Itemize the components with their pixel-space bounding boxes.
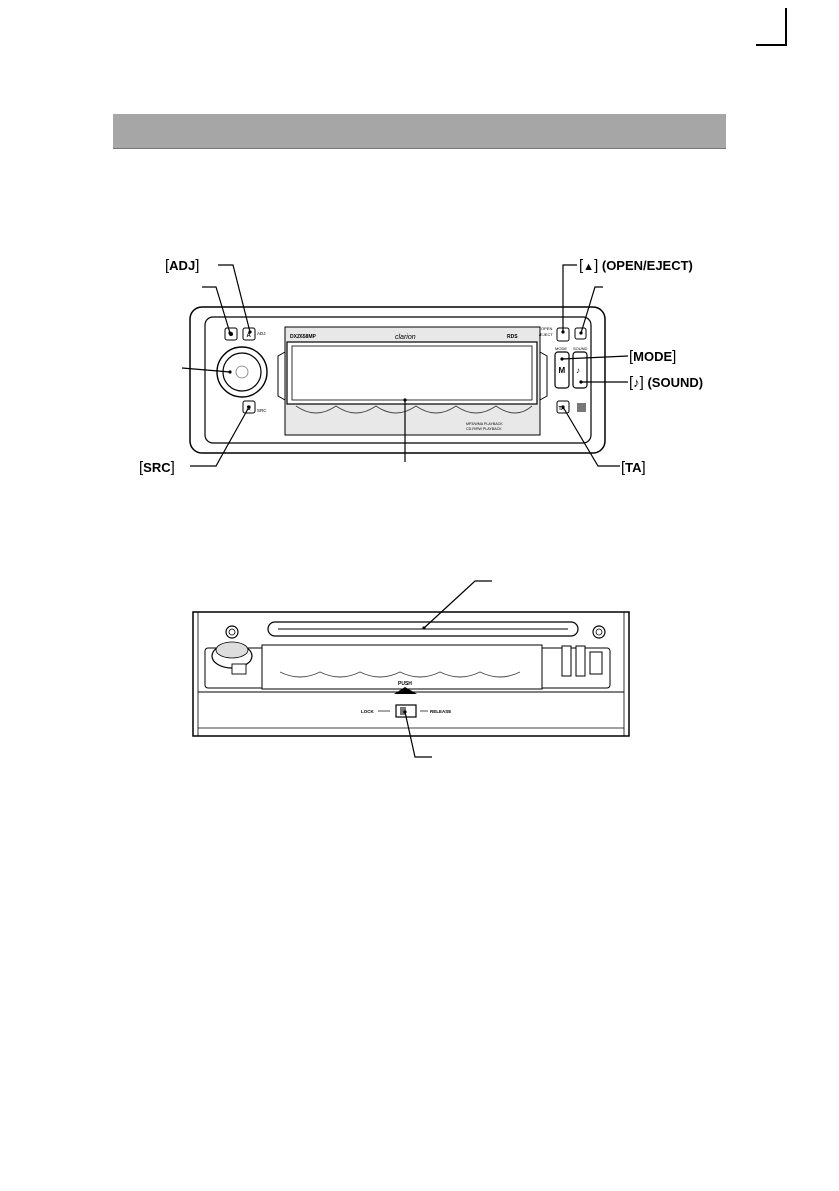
- release-label: RELEASE: [430, 709, 451, 714]
- label-sound-small: SOUND: [573, 346, 588, 351]
- mode-button: [554, 351, 570, 389]
- connector-3: [589, 651, 603, 675]
- label-open-small: OPEN: [541, 326, 552, 331]
- unit-model: DXZ658MP: [290, 334, 317, 340]
- sound-button: [572, 351, 588, 389]
- callout-src: [SRC]: [139, 459, 175, 476]
- connector-2: [575, 645, 586, 677]
- label-src-small: SRC: [257, 408, 267, 413]
- leader-src: [190, 406, 250, 467]
- display-inner: [291, 345, 533, 401]
- screw-right: [592, 625, 606, 639]
- label-mode-small: MODE: [555, 346, 567, 351]
- unit-rds: RDS: [507, 334, 518, 340]
- callout-open-eject: [▲] (OPEN/EJECT): [579, 257, 693, 274]
- leader-indicator: [580, 286, 603, 334]
- label-eject-small: /EJECT: [539, 332, 553, 337]
- leader-open-eject: [562, 264, 577, 332]
- leader-release-lever: [404, 711, 432, 758]
- unit-brand: clarion: [395, 334, 416, 341]
- display-bracket-right: [539, 351, 548, 401]
- eject-icon: ▲: [583, 261, 595, 273]
- leader-disc-slot: [423, 580, 492, 629]
- leader-release: [202, 286, 231, 334]
- inner-wave: [279, 671, 521, 678]
- callout-ta: [TA]: [621, 459, 646, 476]
- rotary-knob-center: [235, 365, 249, 379]
- leader-mode: [561, 355, 629, 360]
- section-header-bar: [113, 114, 726, 149]
- lock-label: LOCK: [361, 709, 374, 714]
- key-ta: TA: [559, 406, 566, 412]
- note-icon: ♪: [633, 375, 640, 390]
- push-label: PUSH: [398, 681, 412, 687]
- connector-1: [561, 645, 572, 677]
- feature-1: MP3/WMA PLAYBACK: [466, 422, 503, 426]
- key-s: S: [247, 406, 251, 412]
- key-a: A: [247, 333, 252, 339]
- push-arrow: [394, 687, 417, 694]
- leader-ta: [562, 406, 620, 467]
- display-bracket-left: [277, 351, 286, 401]
- screw-left: [225, 625, 239, 639]
- feature-2: CD-R/RW PLAYBACK: [466, 427, 502, 431]
- leader-adj: [218, 264, 251, 333]
- callout-adj: [ADJ]: [165, 257, 200, 274]
- key-m: M: [559, 366, 566, 375]
- callout-mode: [MODE]: [629, 348, 677, 365]
- leader-knob: [181, 367, 231, 373]
- cd-logo: [577, 403, 586, 412]
- label-adj-small: ADJ: [257, 331, 266, 336]
- note-key: ♪: [576, 366, 580, 375]
- inner-strip: [261, 644, 543, 690]
- corner-mark-top-vertical: [785, 8, 787, 46]
- corner-mark-top-horizontal: [756, 44, 787, 46]
- display-wave: [295, 405, 533, 414]
- callout-sound: [♪] (SOUND): [629, 374, 704, 391]
